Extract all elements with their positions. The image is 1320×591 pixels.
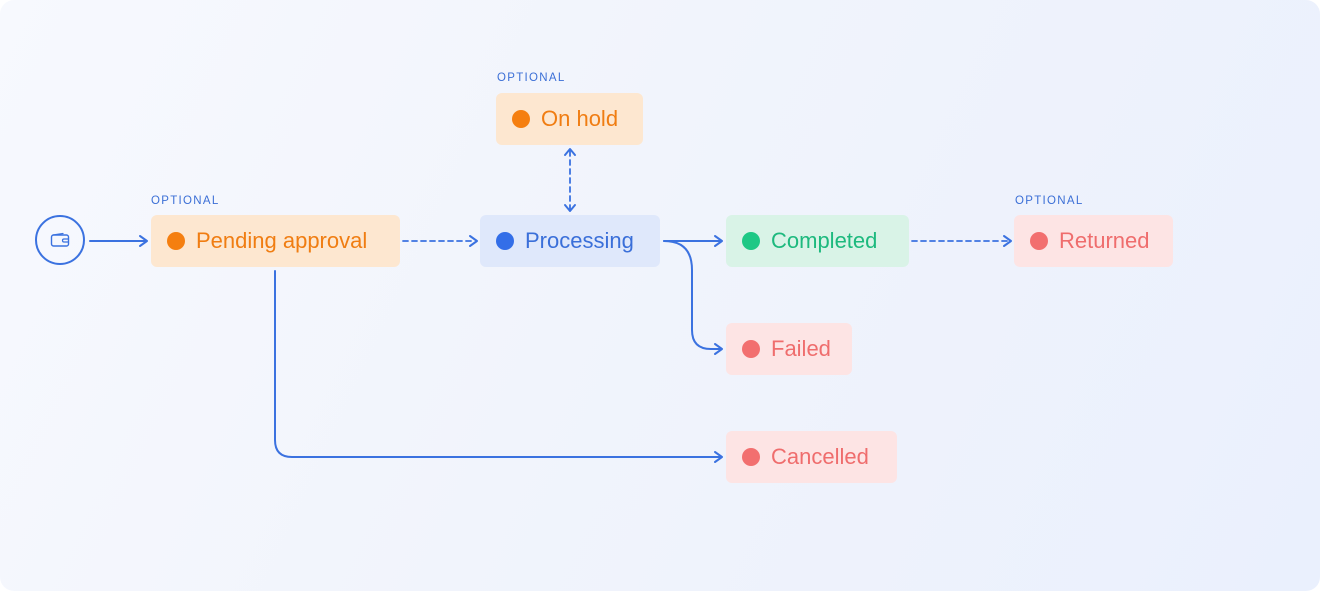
state-label: Cancelled (771, 444, 869, 469)
optional-label-pending: OPTIONAL (151, 195, 220, 207)
status-dot (742, 232, 760, 250)
state-node-cancelled[interactable]: Cancelled (726, 431, 897, 483)
optional-label-onhold: OPTIONAL (497, 72, 566, 84)
state-node-returned[interactable]: Returned (1014, 215, 1173, 267)
arrowhead-pending-to-cancelled (714, 451, 723, 463)
arrowhead-onhold-end (564, 148, 576, 156)
arrowhead-processing-to-completed (714, 235, 723, 247)
status-dot (167, 232, 185, 250)
status-dot (1030, 232, 1048, 250)
arrowhead-pending-to-processing (469, 235, 478, 247)
status-dot (496, 232, 514, 250)
state-node-processing[interactable]: Processing (480, 215, 660, 267)
status-dot (742, 448, 760, 466)
state-label: Processing (525, 228, 634, 253)
state-node-on-hold[interactable]: On hold (496, 93, 643, 145)
start-node[interactable] (35, 215, 85, 265)
optional-label-returned: OPTIONAL (1015, 195, 1084, 207)
state-node-completed[interactable]: Completed (726, 215, 909, 267)
connector-pending-to-cancelled (274, 270, 722, 458)
wallet-icon (50, 232, 70, 247)
state-label: On hold (541, 106, 619, 131)
state-label: Completed (771, 228, 878, 253)
state-node-pending-approval[interactable]: Pending approval (151, 215, 400, 267)
state-label: Returned (1059, 228, 1150, 253)
arrowhead-start-to-pending (139, 235, 148, 247)
arrowhead-completed-to-returned (1003, 235, 1012, 247)
state-label: Pending approval (196, 228, 368, 253)
status-dot (742, 340, 760, 358)
arrowhead-processing-end (564, 204, 576, 212)
arrowhead-processing-to-failed (714, 343, 723, 355)
state-node-failed[interactable]: Failed (726, 323, 852, 375)
status-dot (512, 110, 530, 128)
connector-processing-to-failed (663, 240, 722, 350)
state-label: Failed (771, 336, 831, 361)
